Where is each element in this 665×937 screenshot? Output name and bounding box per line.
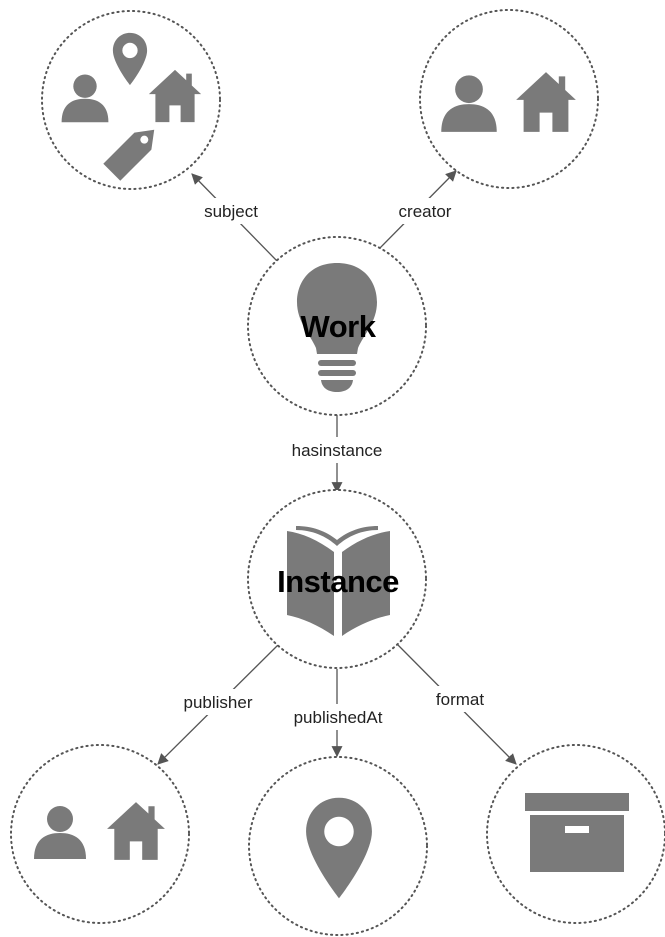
node-publisher-target <box>10 744 190 924</box>
edge-labels: subject creator hasinstance publisher pu… <box>172 198 494 730</box>
node-publishedAt-target <box>248 756 428 936</box>
lightbulb-icon <box>297 263 377 392</box>
tag-icon <box>103 129 155 181</box>
node-title-work: Work <box>301 309 377 344</box>
edge-label-hasinstance: hasinstance <box>292 441 383 460</box>
open-book-icon <box>287 526 390 636</box>
archive-box-icon <box>525 793 629 872</box>
node-creator-target <box>419 9 599 189</box>
node-subject-target <box>41 10 221 190</box>
node-title-instance: Instance <box>277 564 399 599</box>
edge-label-publishedAt: publishedAt <box>294 708 383 727</box>
edge-label-creator: creator <box>399 202 452 221</box>
node-instance: Instance <box>247 489 427 669</box>
edge-label-publisher: publisher <box>184 693 253 712</box>
edge-label-subject: subject <box>204 202 258 221</box>
node-format-target <box>486 744 665 924</box>
edge-label-format: format <box>436 690 484 709</box>
node-work: Work <box>247 236 427 416</box>
